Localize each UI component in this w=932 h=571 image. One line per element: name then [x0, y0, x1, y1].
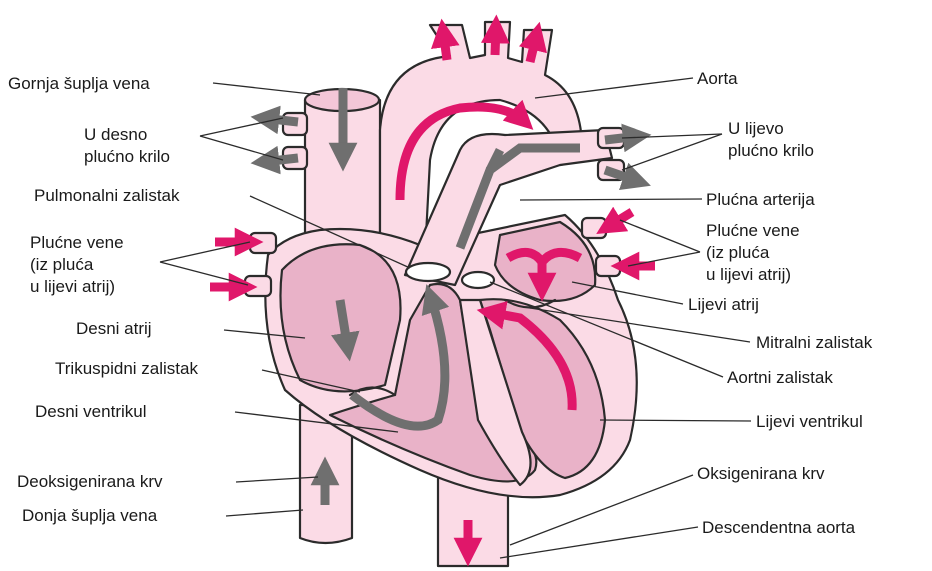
label-superior-vena-cava: Gornja šuplja vena	[8, 74, 150, 93]
pulmonary-vein-stub-right-2	[596, 256, 620, 276]
pulmonary-vein-stub-left-2	[245, 276, 271, 296]
label-tricuspid-valve: Trikuspidni zalistak	[55, 359, 198, 378]
label-left-atrium: Lijevi atrij	[688, 295, 759, 314]
label-aortic-valve: Aortni zalistak	[727, 368, 833, 387]
label-pulmonary-veins-left-2: (iz pluća	[30, 255, 94, 274]
label-pulmonary-artery: Plućna arterija	[706, 190, 815, 209]
label-right-atrium: Desni atrij	[76, 319, 152, 338]
aortic-valve	[462, 272, 494, 288]
label-left-lung-1: U lijevo	[728, 119, 784, 138]
label-deoxygenated-blood: Deoksigenirana krv	[17, 472, 163, 491]
pulmonary-vein-stub-left-1	[250, 233, 276, 253]
label-left-ventricle: Lijevi ventrikul	[756, 412, 863, 431]
label-pulmonary-veins-left-3: u lijevi atrij)	[30, 277, 115, 296]
label-pulmonary-veins-left-1: Plućne vene	[30, 233, 124, 252]
label-oxygenated-blood: Oksigenirana krv	[697, 464, 825, 483]
pulmonary-vein-stub-right-1	[582, 218, 606, 238]
label-inferior-vena-cava: Donja šuplja vena	[22, 506, 158, 525]
label-pulmonary-veins-right-3: u lijevi atrij)	[706, 265, 791, 284]
label-left-lung-2: plućno krilo	[728, 141, 814, 160]
label-descending-aorta: Descendentna aorta	[702, 518, 856, 537]
pulmonary-valve	[406, 263, 450, 281]
label-mitral-valve: Mitralni zalistak	[756, 333, 873, 352]
label-right-lung-2: plućno krilo	[84, 147, 170, 166]
label-pulmonary-veins-right-2: (iz pluća	[706, 243, 770, 262]
label-pulmonary-veins-right-1: Plućne vene	[706, 221, 800, 240]
label-right-lung-1: U desno	[84, 125, 147, 144]
labels-left: Gornja šuplja vena U desno plućno krilo …	[8, 74, 198, 525]
labels-right: Aorta U lijevo plućno krilo Plućna arter…	[688, 69, 873, 537]
label-aorta: Aorta	[697, 69, 738, 88]
label-pulmonary-valve: Pulmonalni zalistak	[34, 186, 180, 205]
label-right-ventricle: Desni ventrikul	[35, 402, 147, 421]
